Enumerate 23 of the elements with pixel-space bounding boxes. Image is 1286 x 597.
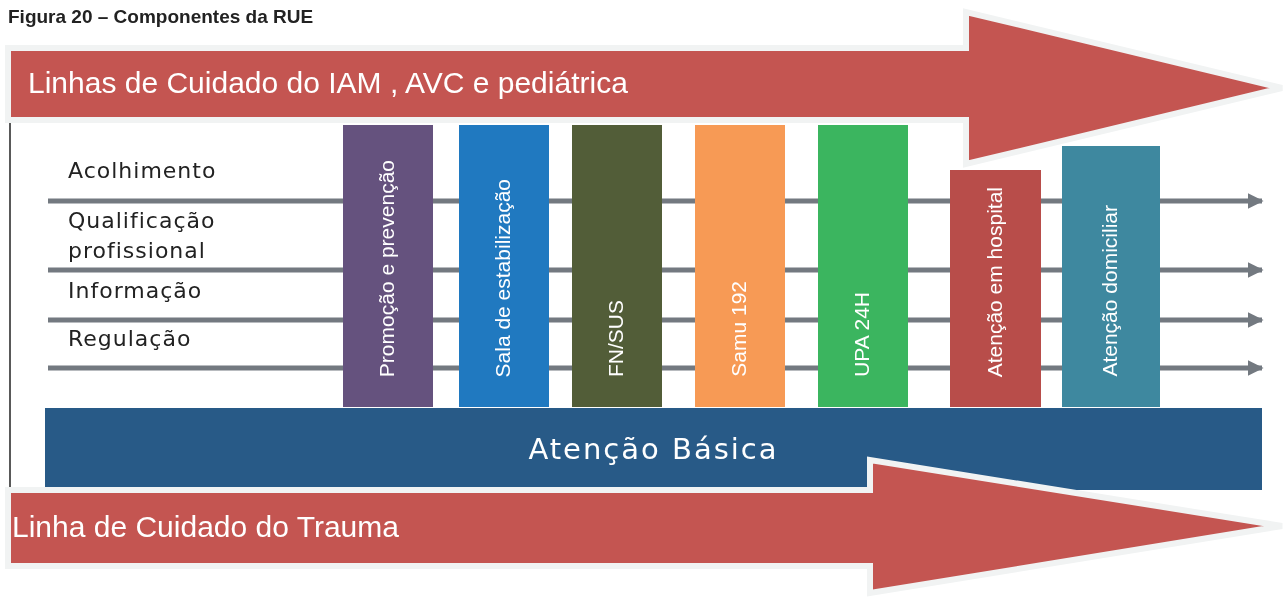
- column-label: Promoção e prevenção: [375, 159, 399, 377]
- row-label: Regulação: [68, 325, 193, 353]
- arrow-label: Linha de Cuidado do Trauma: [12, 510, 399, 544]
- component-column: [1062, 146, 1160, 407]
- row-label: Qualificação profissional: [68, 207, 217, 265]
- component-column: [459, 125, 549, 407]
- base-bar: [45, 408, 1262, 490]
- component-column: [695, 125, 785, 407]
- column-label: Atenção domiciliar: [1098, 205, 1122, 377]
- column-label: UPA 24H: [850, 292, 874, 377]
- component-column: [818, 125, 908, 407]
- column-label: FN/SUS: [604, 300, 628, 377]
- component-column: [950, 170, 1041, 407]
- row-label: Informação: [68, 277, 204, 305]
- figure-title: Figura 20 – Componentes da RUE: [8, 6, 314, 28]
- column-label: Samu 192: [727, 281, 751, 377]
- component-column: [343, 125, 433, 407]
- column-label: Atenção em hospital: [982, 186, 1007, 377]
- column-label: Sala de estabilização: [491, 178, 515, 377]
- bar-label: Atenção Básica: [528, 432, 779, 466]
- component-column: [572, 125, 662, 407]
- arrow-label: Linhas de Cuidado do IAM , AVC e pediátrica: [28, 66, 628, 100]
- row-label: Acolhimento: [68, 157, 218, 185]
